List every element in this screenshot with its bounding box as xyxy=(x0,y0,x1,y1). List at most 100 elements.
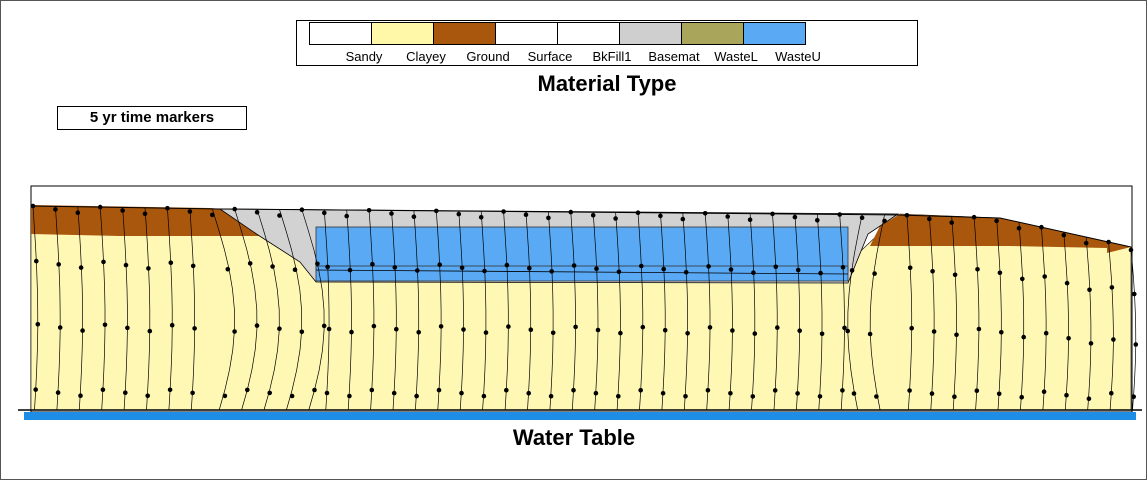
time-marker-dot xyxy=(974,388,980,394)
time-marker-dot xyxy=(325,264,330,270)
time-marker-dot xyxy=(504,387,509,393)
time-marker-dot xyxy=(707,325,713,330)
flow-path xyxy=(189,208,195,411)
time-marker-dot xyxy=(436,387,442,393)
time-marker-dot xyxy=(35,322,41,327)
time-marker-dot xyxy=(931,329,937,334)
flow-path xyxy=(682,213,688,411)
time-marker-dot xyxy=(225,266,231,272)
flow-path xyxy=(77,206,83,411)
time-marker-dot xyxy=(975,267,980,272)
flow-path xyxy=(996,217,1002,411)
time-marker-dot xyxy=(548,393,554,399)
time-marker-dot xyxy=(528,327,534,333)
time-marker-dot xyxy=(818,270,823,276)
time-marker-dot xyxy=(792,214,798,220)
time-marker-dot xyxy=(999,330,1004,335)
legend-swatch-wasteu xyxy=(743,22,806,45)
time-marker-dot xyxy=(929,391,935,396)
legend-label-wastel: WasteL xyxy=(714,49,758,64)
time-marker-dot xyxy=(245,387,250,393)
time-marker-dot xyxy=(56,262,61,267)
time-marker-dot xyxy=(526,390,531,396)
time-marker-dot xyxy=(501,209,506,214)
time-marker-dot xyxy=(1016,225,1022,231)
time-marker-dot xyxy=(568,209,574,215)
flow-path xyxy=(869,214,885,411)
flow-path xyxy=(234,208,258,411)
waste-upper-layer xyxy=(315,226,849,273)
time-marker-dot xyxy=(33,387,38,392)
flow-path xyxy=(413,210,420,411)
time-marker-dot xyxy=(549,269,554,274)
time-markers xyxy=(30,203,1139,402)
flow-path xyxy=(211,208,235,411)
time-marker-dot xyxy=(192,326,197,331)
time-marker-label: 5 yr time markers xyxy=(57,106,247,130)
time-marker-dot xyxy=(1111,337,1116,342)
waste-divider-line xyxy=(315,269,849,275)
time-marker-dot xyxy=(571,387,576,393)
flow-path xyxy=(1018,222,1025,411)
time-marker-dot xyxy=(751,270,756,276)
time-marker-dot xyxy=(145,393,150,399)
time-marker-dot xyxy=(773,264,779,270)
time-marker-dot xyxy=(971,214,977,220)
time-marker-dot xyxy=(347,267,353,273)
time-marker-dot xyxy=(882,218,887,224)
time-marker-dot xyxy=(1042,274,1047,279)
time-marker-dot xyxy=(370,261,375,267)
time-marker-dot xyxy=(1133,342,1139,347)
time-marker-dot xyxy=(415,268,420,273)
time-marker-dot xyxy=(571,263,577,268)
time-marker-dot xyxy=(842,325,847,331)
flow-path xyxy=(1085,237,1092,411)
time-marker-dot xyxy=(100,387,106,393)
time-marker-dot xyxy=(187,209,193,214)
flow-path xyxy=(1130,246,1137,411)
flow-path xyxy=(794,214,800,411)
time-marker-dot xyxy=(478,215,484,220)
time-marker-dot xyxy=(461,327,466,332)
time-marker-dot xyxy=(996,391,1002,397)
time-marker-dot xyxy=(75,210,81,215)
flow-path xyxy=(256,209,280,411)
time-marker-dot xyxy=(438,324,444,329)
flow-path xyxy=(301,209,325,411)
time-marker-dot xyxy=(705,388,711,393)
time-marker-dot xyxy=(683,394,688,399)
time-marker-dot xyxy=(322,210,327,216)
time-marker-dot xyxy=(349,329,354,335)
time-marker-dot xyxy=(907,265,913,271)
time-marker-dot xyxy=(120,208,125,213)
time-marker-dot xyxy=(927,216,932,222)
flow-path xyxy=(346,210,352,411)
time-marker-dot xyxy=(347,393,352,399)
flow-path xyxy=(167,208,173,411)
time-marker-dot xyxy=(55,390,61,395)
time-marker-dot xyxy=(952,272,958,278)
ground-layer-right xyxy=(870,214,1131,253)
time-marker-dot xyxy=(101,259,106,265)
time-marker-dot xyxy=(292,267,298,273)
time-marker-dot xyxy=(434,208,439,214)
time-marker-dot xyxy=(299,329,305,335)
time-marker-dot xyxy=(102,322,108,328)
time-marker-dot xyxy=(312,387,317,393)
flow-path xyxy=(458,211,464,411)
time-marker-dot xyxy=(795,267,801,273)
time-marker-dot xyxy=(459,390,464,396)
flow-path xyxy=(906,215,913,411)
time-marker-dot xyxy=(593,390,599,396)
time-marker-dot xyxy=(1039,224,1044,230)
flow-path xyxy=(660,212,666,411)
flow-path xyxy=(615,212,621,411)
time-marker-dot xyxy=(1066,336,1071,341)
time-marker-dot xyxy=(190,390,195,396)
time-marker-dot xyxy=(795,391,800,396)
water-table-band xyxy=(24,412,1136,420)
flow-path xyxy=(525,211,532,411)
time-marker-dot xyxy=(817,394,823,399)
time-marker-dot xyxy=(616,394,621,399)
